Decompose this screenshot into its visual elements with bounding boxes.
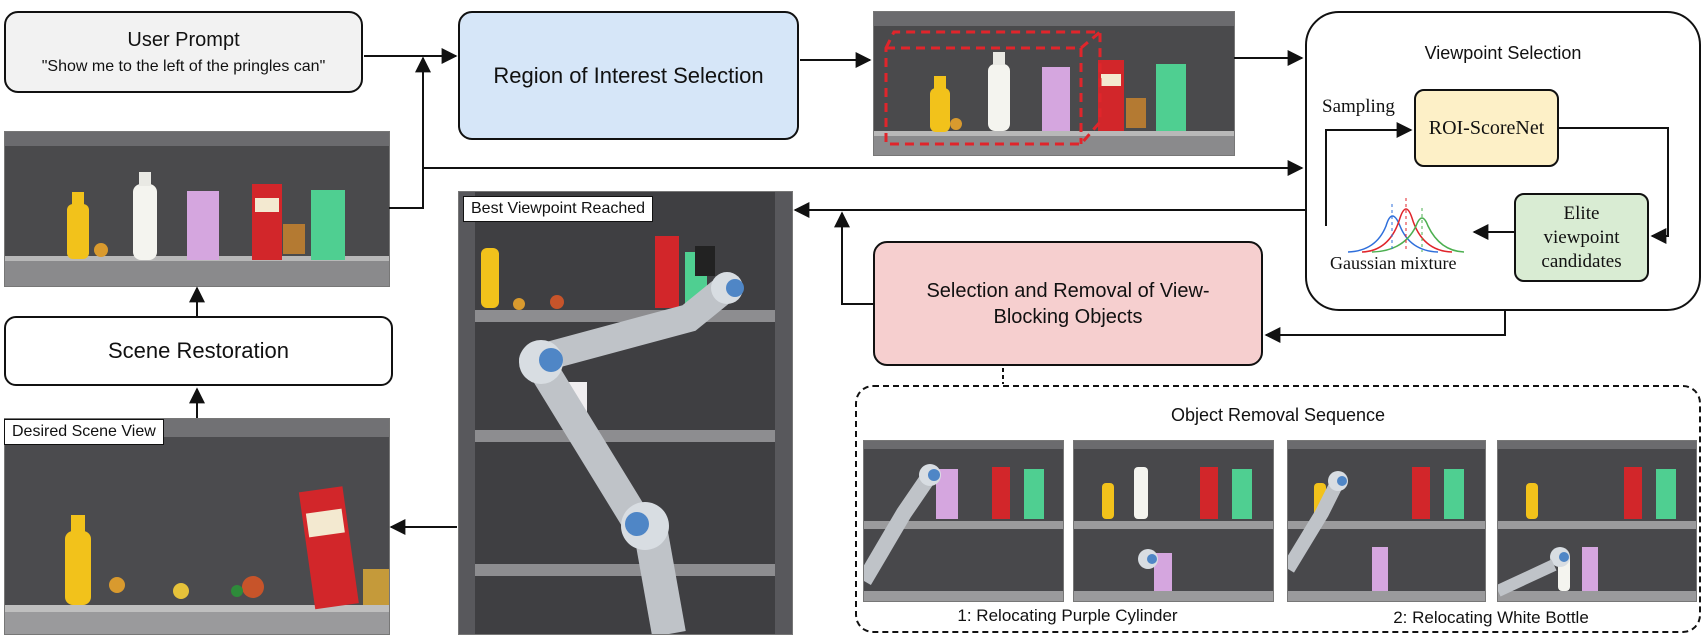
viewpoint-selection-title: Viewpoint Selection (1424, 43, 1582, 63)
current-scene-photo (4, 131, 390, 287)
removal-photo-4 (1497, 440, 1697, 602)
user-prompt-title: User Prompt (127, 28, 240, 51)
best-viewpoint-label: Best Viewpoint Reached (463, 196, 654, 222)
removal-photo-1 (863, 440, 1064, 602)
best-viewpoint-photo (458, 191, 793, 635)
user-prompt-box: User Prompt "Show me to the left of the … (4, 11, 363, 93)
scene-restoration-box: Scene Restoration (4, 316, 393, 386)
roi-selection-label: Region of Interest Selection (493, 62, 764, 88)
user-prompt-text: "Show me to the left of the pringles can… (41, 57, 326, 75)
removal-sequence-panel (855, 385, 1701, 633)
sampling-label: Sampling (1322, 96, 1395, 117)
removal-step-1-caption: 1: Relocating Purple Cylinder (957, 606, 1178, 625)
removal-sequence-title: Object Removal Sequence (1170, 405, 1386, 425)
gaussian-mixture-plot (1348, 198, 1464, 253)
roi-selection-box: Region of Interest Selection (458, 11, 799, 140)
removal-label: Selection and Removal of View-Blocking O… (926, 279, 1210, 328)
removal-photo-2 (1073, 440, 1274, 602)
roi-photo (873, 11, 1235, 156)
scene-restoration-label: Scene Restoration (108, 338, 289, 363)
gaussian-mixture-label: Gaussian mixture (1330, 253, 1457, 273)
roi-scorenet-box: ROI-ScoreNet (1414, 89, 1559, 167)
elite-candidates-label: Elite viewpoint candidates (1541, 202, 1622, 272)
roi-scorenet-label: ROI-ScoreNet (1428, 116, 1545, 139)
removal-box: Selection and Removal of View-Blocking O… (873, 241, 1263, 366)
viewpoint-selection-panel: Viewpoint Selection (1305, 11, 1701, 311)
removal-photo-3 (1287, 440, 1486, 602)
removal-step-2-caption: 2: Relocating White Bottle (1393, 608, 1589, 627)
elite-candidates-box: Elite viewpoint candidates (1514, 193, 1649, 282)
desired-scene-view-label: Desired Scene View (4, 419, 164, 445)
